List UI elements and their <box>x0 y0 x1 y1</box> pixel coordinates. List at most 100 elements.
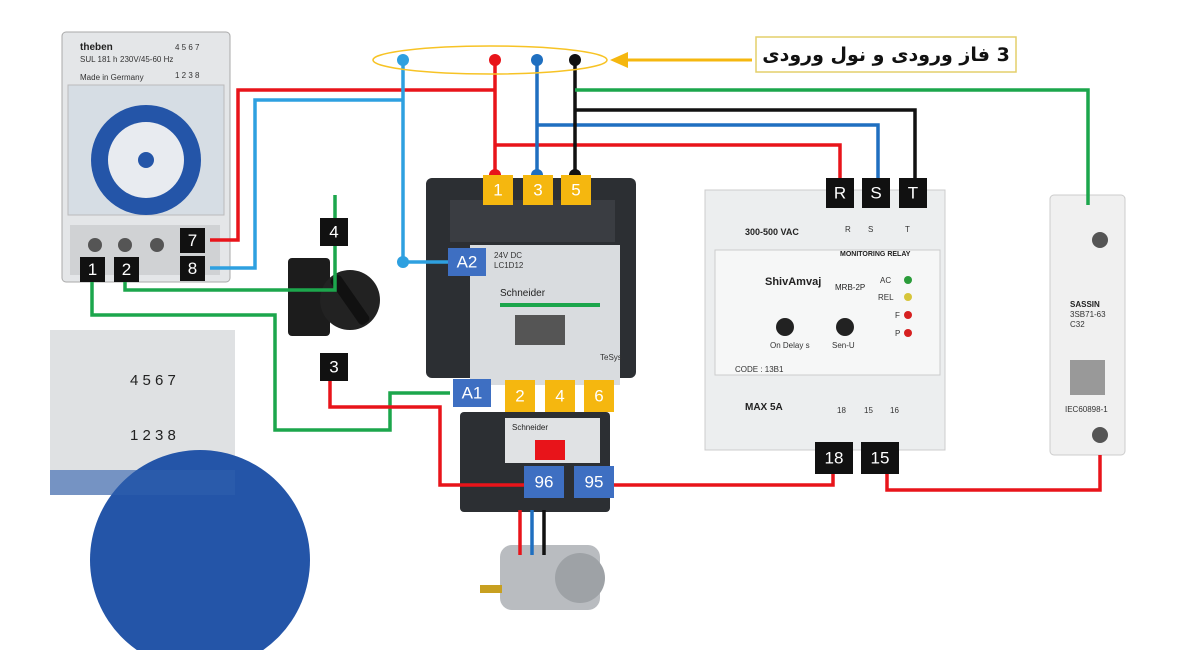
svg-text:MONITORING RELAY: MONITORING RELAY <box>840 251 911 258</box>
label-switch-4: 4 <box>320 218 348 246</box>
svg-text:Schneider: Schneider <box>500 288 546 299</box>
phase-monitoring-relay: 300-500 VAC MONITORING RELAY ShivAmvaj M… <box>704 189 946 451</box>
contactor: Schneider 24V DC LC1D12 TeSys <box>426 178 636 385</box>
svg-text:MRB-2P: MRB-2P <box>835 283 865 292</box>
wire-breaker-feed <box>575 88 1090 205</box>
label-timer-8: 8 <box>180 256 205 281</box>
wire-relay-breaker <box>885 455 1102 492</box>
wires <box>90 60 1102 555</box>
svg-text:AC: AC <box>880 276 891 285</box>
svg-text:A1: A1 <box>462 384 483 403</box>
svg-text:3: 3 <box>533 181 542 200</box>
supply-highlight <box>372 45 608 75</box>
label-contactor-1: 1 <box>483 175 513 205</box>
label-contactor-6: 6 <box>584 380 614 412</box>
overload-relay: Schneider <box>460 412 610 512</box>
svg-text:18: 18 <box>825 449 844 468</box>
svg-text:96: 96 <box>535 473 554 492</box>
wire-timer-neutral <box>210 98 403 270</box>
svg-text:2: 2 <box>122 260 131 279</box>
label-timer-2: 2 <box>114 257 139 282</box>
svg-text:T: T <box>905 225 910 234</box>
svg-text:TeSys: TeSys <box>600 353 622 362</box>
svg-text:On Delay s: On Delay s <box>770 341 810 350</box>
circuit-breaker: SASSIN 3SB71-63 C32 IEC60898-1 <box>1049 194 1126 456</box>
label-contactor-2: 2 <box>505 380 535 412</box>
svg-text:15: 15 <box>871 449 890 468</box>
svg-text:4 5 6 7: 4 5 6 7 <box>130 372 176 389</box>
svg-text:R: R <box>845 225 851 234</box>
svg-text:S: S <box>868 225 873 234</box>
svg-text:SUL 181 h: SUL 181 h <box>80 55 118 64</box>
svg-text:4 5 6 7: 4 5 6 7 <box>175 43 200 52</box>
title-box: 3 فاز ورودی و نول ورودی <box>755 36 1017 73</box>
svg-text:C32: C32 <box>1070 320 1085 329</box>
svg-text:CODE : 13B1: CODE : 13B1 <box>735 365 784 374</box>
label-switch-3: 3 <box>320 353 348 381</box>
svg-text:95: 95 <box>585 473 604 492</box>
svg-text:15: 15 <box>864 406 873 415</box>
label-timer-1: 1 <box>80 257 105 282</box>
label-contactor-3: 3 <box>523 175 553 205</box>
svg-text:24V DC: 24V DC <box>494 251 522 260</box>
svg-text:S: S <box>870 184 881 203</box>
svg-text:F: F <box>895 311 900 320</box>
svg-text:8: 8 <box>188 259 197 278</box>
svg-text:A2: A2 <box>457 253 478 272</box>
svg-text:16: 16 <box>890 406 899 415</box>
wire-timer-phase <box>210 88 495 242</box>
svg-text:3: 3 <box>329 358 338 377</box>
svg-text:1 2 3 8: 1 2 3 8 <box>130 427 176 444</box>
svg-text:ShivAmvaj: ShivAmvaj <box>765 276 821 288</box>
wire-timer-coil <box>90 270 450 432</box>
svg-text:4: 4 <box>555 387 564 406</box>
label-relay-t: T <box>899 178 927 208</box>
svg-text:7: 7 <box>188 231 197 250</box>
svg-text:Sen-U: Sen-U <box>832 341 855 350</box>
svg-text:1 2 3 8: 1 2 3 8 <box>175 71 200 80</box>
svg-text:IEC60898-1: IEC60898-1 <box>1065 405 1108 414</box>
label-overload-96: 96 <box>524 466 564 498</box>
wire-overload-relay <box>612 465 835 487</box>
wire-relay-t <box>575 108 917 182</box>
label-relay-15: 15 <box>861 442 899 474</box>
label-contactor-4: 4 <box>545 380 575 412</box>
svg-text:SASSIN: SASSIN <box>1070 300 1100 309</box>
svg-text:18: 18 <box>837 406 846 415</box>
wire-switch-overload <box>328 380 525 487</box>
svg-text:1: 1 <box>88 260 97 279</box>
svg-text:5: 5 <box>571 181 580 200</box>
arrow-icon <box>610 52 752 68</box>
label-timer-7: 7 <box>180 228 205 253</box>
svg-text:2: 2 <box>515 387 524 406</box>
svg-text:1: 1 <box>493 181 502 200</box>
svg-text:LC1D12: LC1D12 <box>494 261 524 270</box>
label-contactor-5: 5 <box>561 175 591 205</box>
svg-text:3SB71-63: 3SB71-63 <box>1070 310 1106 319</box>
label-coil-a1: A1 <box>453 379 491 407</box>
label-relay-18: 18 <box>815 442 853 474</box>
svg-text:Made in Germany: Made in Germany <box>80 73 144 82</box>
terminal-labels: 7 8 1 2 4 3 1 3 5 2 4 6 A2 A1 96 95 R S … <box>80 175 927 498</box>
svg-text:6: 6 <box>594 387 603 406</box>
svg-text:theben: theben <box>80 42 113 53</box>
svg-text:300-500 VAC: 300-500 VAC <box>745 227 799 237</box>
label-coil-a2: A2 <box>448 248 486 276</box>
svg-text:MAX 5A: MAX 5A <box>745 402 783 413</box>
wire-relay-s <box>537 123 880 182</box>
svg-text:4: 4 <box>329 223 338 242</box>
svg-text:R: R <box>834 184 846 203</box>
svg-text:REL: REL <box>878 293 894 302</box>
svg-text:P: P <box>895 329 900 338</box>
svg-text:T: T <box>908 184 918 203</box>
time-switch-theben: theben SUL 181 h 230V/45-60 Hz Made in G… <box>61 31 231 283</box>
svg-text:3 فاز ورودی و نول ورودی: 3 فاز ورودی و نول ورودی <box>762 44 1010 66</box>
svg-text:Schneider: Schneider <box>512 423 548 432</box>
label-relay-s: S <box>862 178 890 208</box>
label-relay-r: R <box>826 178 854 208</box>
timer-terminal-inset: 4 5 6 7 1 2 3 8 <box>50 330 310 650</box>
motor <box>480 545 605 610</box>
label-overload-95: 95 <box>574 466 614 498</box>
svg-text:230V/45-60 Hz: 230V/45-60 Hz <box>120 55 173 64</box>
